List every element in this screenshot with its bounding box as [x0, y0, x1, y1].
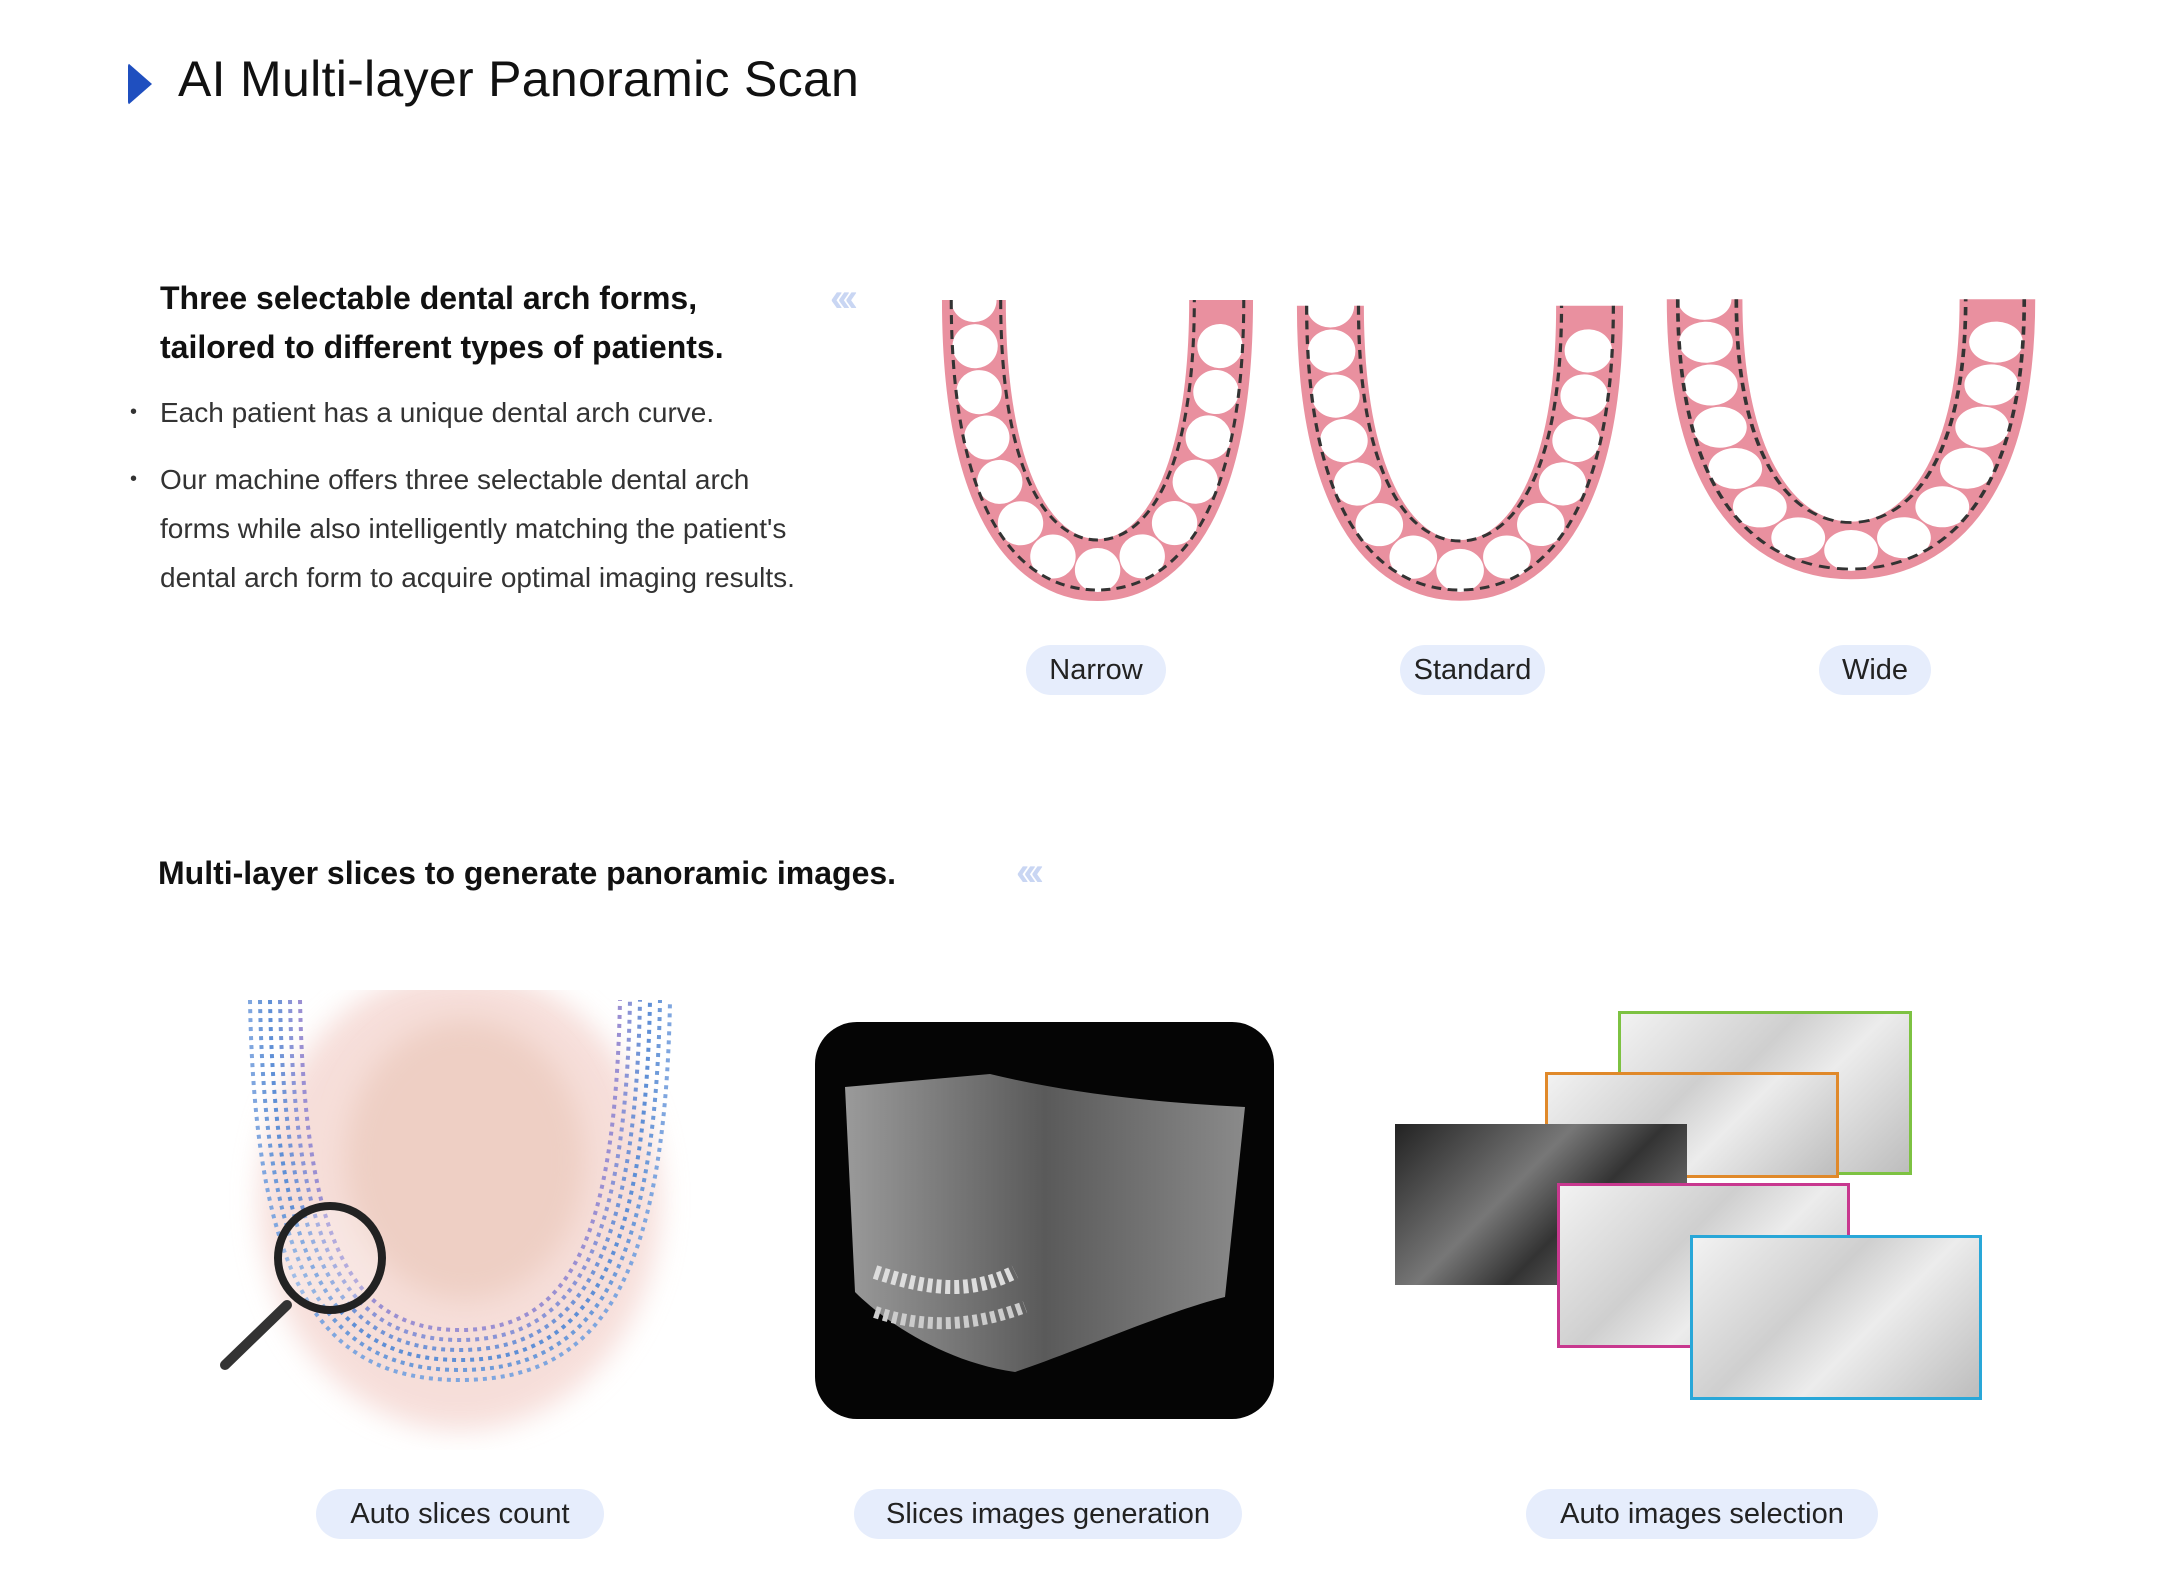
magnifier-icon [274, 1202, 386, 1314]
bullet-item: Each patient has a unique dental arch cu… [124, 388, 804, 437]
magnifier-handle [220, 1300, 292, 1370]
arch-heading-line-2: tailored to different types of patients. [160, 329, 724, 365]
bullet-item: Our machine offers three selectable dent… [124, 455, 804, 602]
arch-standard-image [1307, 306, 1614, 590]
slices-heading: Multi-layer slices to generate panoramic… [158, 855, 897, 891]
slices-generation-image [815, 1022, 1274, 1419]
auto-slices-illustration [220, 990, 672, 1430]
step-auto-slices-count[interactable]: Auto slices count [316, 1489, 604, 1539]
auto-selection-illustration [1394, 1009, 1984, 1404]
xray-frame-orange [1545, 1072, 1839, 1178]
arch-heading-line-1: Three selectable dental arch forms, [160, 280, 698, 316]
arch-forms-illustration [0, 0, 2160, 700]
step-slices-images-generation[interactable]: Slices images generation [854, 1489, 1242, 1539]
arch-bullet-list: Each patient has a unique dental arch cu… [124, 388, 804, 620]
title-marker-icon [128, 63, 152, 105]
arch-narrow-image [951, 300, 1244, 590]
arch-form-standard[interactable]: Standard [1400, 645, 1545, 695]
arch-form-narrow[interactable]: Narrow [1026, 645, 1166, 695]
chevrons-left-icon: ‹‹‹ [1016, 850, 1044, 894]
page-title: AI Multi-layer Panoramic Scan [178, 51, 860, 107]
arch-form-wide[interactable]: Wide [1819, 645, 1931, 695]
arch-heading: Three selectable dental arch forms, tail… [160, 274, 724, 372]
arch-wide-image [1678, 299, 2024, 569]
step-auto-images-selection[interactable]: Auto images selection [1526, 1489, 1878, 1539]
xray-frame-cyan [1690, 1235, 1982, 1400]
